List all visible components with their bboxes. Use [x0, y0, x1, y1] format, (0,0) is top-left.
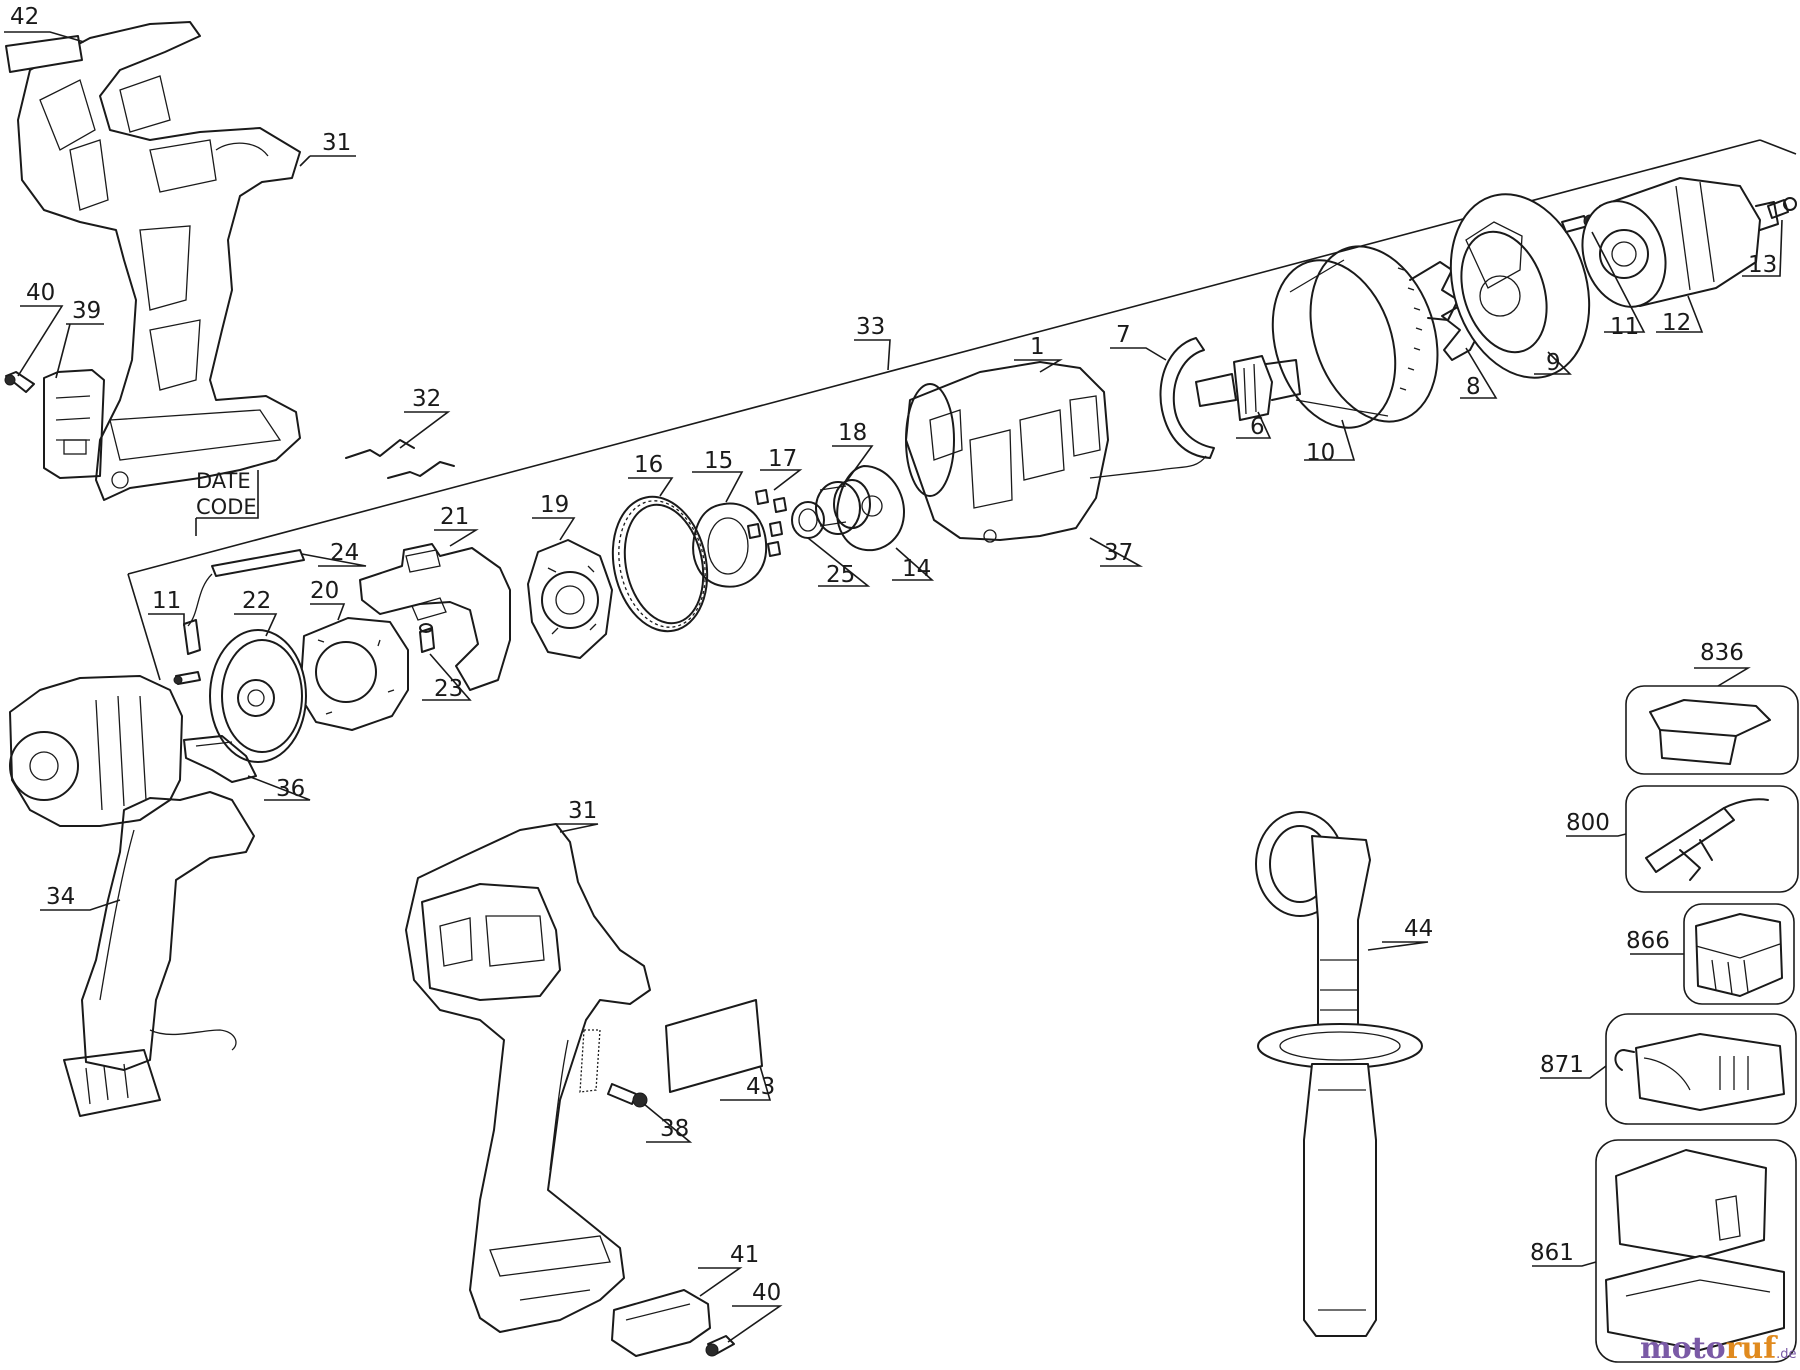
date-code-line1: DATE: [196, 469, 251, 493]
callout-31-bottom: 31: [568, 798, 597, 824]
accessory-box-871: [1605, 1013, 1797, 1125]
callout-15: 15: [704, 448, 733, 474]
callout-43: 43: [746, 1074, 775, 1100]
gear-cover-21: [359, 543, 511, 691]
housing-half-bottom: [405, 823, 651, 1333]
callout-40-bottom: 40: [752, 1280, 781, 1306]
screw-11-left: [173, 671, 201, 685]
clip-39: [43, 369, 105, 479]
ring-housing-10: [1271, 245, 1439, 429]
carrier-19: [527, 539, 613, 659]
callout-23: 23: [434, 676, 463, 702]
callout-866: 866: [1626, 928, 1670, 954]
motor-20: [299, 617, 409, 731]
callout-34: 34: [46, 884, 75, 910]
callout-33: 33: [856, 314, 885, 340]
accessory-box-836: [1625, 685, 1799, 775]
callout-14: 14: [902, 556, 931, 582]
screw-38: [607, 1083, 648, 1108]
callout-44: 44: [1404, 916, 1433, 942]
callout-13: 13: [1748, 252, 1777, 278]
pins-17: [747, 489, 787, 557]
callout-36: 36: [276, 776, 305, 802]
callout-41: 41: [730, 1242, 759, 1268]
latch-41: [611, 1289, 711, 1357]
date-code-line2: CODE: [196, 495, 257, 519]
callout-11-left: 11: [152, 588, 181, 614]
callout-24: 24: [330, 540, 359, 566]
leader-lines: [4, 31, 1783, 1343]
housing-half-top: [17, 21, 301, 501]
callout-861: 861: [1530, 1240, 1574, 1266]
callout-8: 8: [1466, 374, 1481, 400]
end-cap-22: [209, 629, 307, 763]
label-plate-42: [5, 35, 83, 73]
callout-19: 19: [540, 492, 569, 518]
screw-40-top: [4, 371, 35, 393]
callout-12: 12: [1662, 310, 1691, 336]
accessory-box-866: [1683, 903, 1795, 1005]
screw-13: [1767, 197, 1797, 219]
callout-17: 17: [768, 446, 797, 472]
callout-871: 871: [1540, 1052, 1584, 1078]
shaft-6: [1195, 355, 1301, 421]
wiring-harness-34: [63, 791, 255, 1117]
callout-20: 20: [310, 578, 339, 604]
callout-labels: 42 31 40 39 32 33 1 7 6 10 8 9 11 12 13 …: [10, 4, 1777, 1306]
callout-11-top: 11: [1610, 314, 1639, 340]
callout-6: 6: [1250, 414, 1265, 440]
screw-40-bottom: [705, 1335, 735, 1357]
ring-gear-16: [611, 495, 709, 633]
switch-36: [183, 735, 257, 783]
bearing-23: [419, 623, 435, 653]
callout-42: 42: [10, 4, 39, 30]
callout-40-top: 40: [26, 280, 55, 306]
chuck-12: [1581, 177, 1779, 308]
snap-ring-7: [1089, 337, 1215, 479]
callout-21: 21: [440, 504, 469, 530]
shim-14: [836, 465, 905, 552]
callout-1: 1: [1030, 334, 1045, 360]
callout-836: 836: [1700, 640, 1744, 666]
gearbox-assembly: [9, 675, 183, 827]
terminal-24: [183, 549, 305, 655]
ring-15: [692, 502, 768, 588]
callout-39: 39: [72, 298, 101, 324]
watermark-logo: motoruf.de: [1640, 1331, 1797, 1366]
watermark-brand-b: ruf: [1726, 1331, 1779, 1366]
accessory-box-861: [1595, 1139, 1797, 1363]
watermark-suffix: .de: [1776, 1347, 1796, 1362]
callout-10: 10: [1306, 440, 1335, 466]
watermark-brand-a: moto: [1640, 1331, 1726, 1366]
callout-32: 32: [412, 386, 441, 412]
callout-9: 9: [1546, 350, 1561, 376]
callout-31-top: 31: [322, 130, 351, 156]
accessory-box-800: [1625, 785, 1799, 893]
callout-16: 16: [634, 452, 663, 478]
callout-7: 7: [1116, 322, 1131, 348]
callout-800: 800: [1566, 810, 1610, 836]
gear-housing-1: [905, 361, 1109, 543]
side-handle-44: [1255, 811, 1423, 1337]
callout-22: 22: [242, 588, 271, 614]
callout-38: 38: [660, 1116, 689, 1142]
svg-text:motoruf.de: motoruf.de: [1640, 1331, 1797, 1366]
front-housing-9: [1449, 193, 1591, 379]
callout-25: 25: [826, 562, 855, 588]
spring-clips-32: [345, 439, 455, 479]
callout-18: 18: [838, 420, 867, 446]
spindle-18: [815, 479, 871, 535]
callout-37: 37: [1104, 540, 1133, 566]
label-43: [665, 999, 763, 1093]
